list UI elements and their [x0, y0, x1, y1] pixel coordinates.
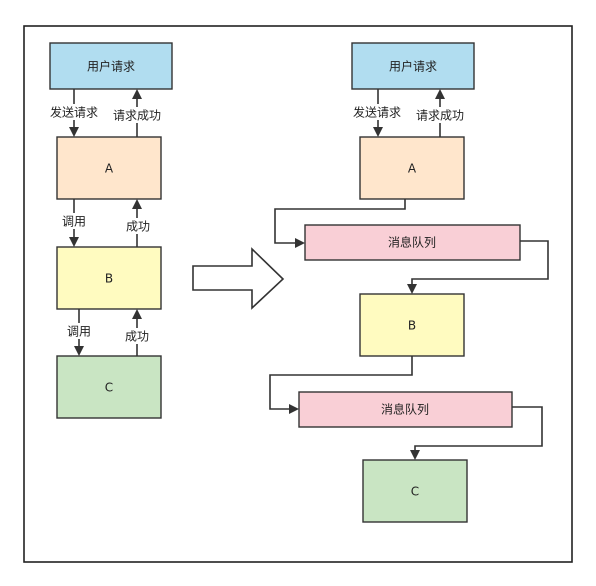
right-request-box: [351, 42, 475, 90]
edge-b-to-queue2: [269, 356, 413, 414]
left-c-label: C: [105, 381, 113, 395]
right-queue1-label: 消息队列: [388, 235, 436, 250]
left-a-label: A: [105, 162, 114, 176]
left-b-box: [56, 246, 162, 310]
left-c-box: [56, 355, 162, 419]
outer-frame: [23, 25, 573, 563]
label-right-send-request: 发送请求: [353, 105, 401, 120]
left-b-label: B: [105, 272, 113, 286]
left-request-label: 用户请求: [87, 59, 135, 74]
right-a-label: A: [408, 162, 417, 176]
label-call-bc: 调用: [67, 325, 91, 339]
edge-queue1-to-b: [407, 240, 549, 294]
label-right-request-success: 请求成功: [416, 109, 464, 123]
left-request-box: [49, 42, 173, 90]
right-b-label: B: [408, 319, 416, 333]
transition-arrow: [192, 247, 285, 310]
label-send-request: 发送请求: [50, 105, 98, 120]
label-success-ba: 成功: [126, 220, 150, 234]
right-c-box: [362, 459, 468, 523]
edge-queue2-to-c: [410, 406, 543, 460]
left-a-box: [56, 136, 162, 200]
edge-a-to-queue1: [274, 199, 406, 248]
label-call-ab: 调用: [62, 215, 86, 229]
right-b-box: [359, 293, 465, 357]
right-queue2-box: [298, 391, 513, 428]
right-a-box: [359, 136, 465, 200]
right-request-label: 用户请求: [389, 59, 437, 74]
right-queue2-label: 消息队列: [381, 402, 429, 417]
right-c-label: C: [411, 485, 419, 499]
right-queue1-box: [304, 224, 521, 261]
label-success-cb: 成功: [125, 330, 149, 344]
label-request-success: 请求成功: [113, 109, 161, 123]
